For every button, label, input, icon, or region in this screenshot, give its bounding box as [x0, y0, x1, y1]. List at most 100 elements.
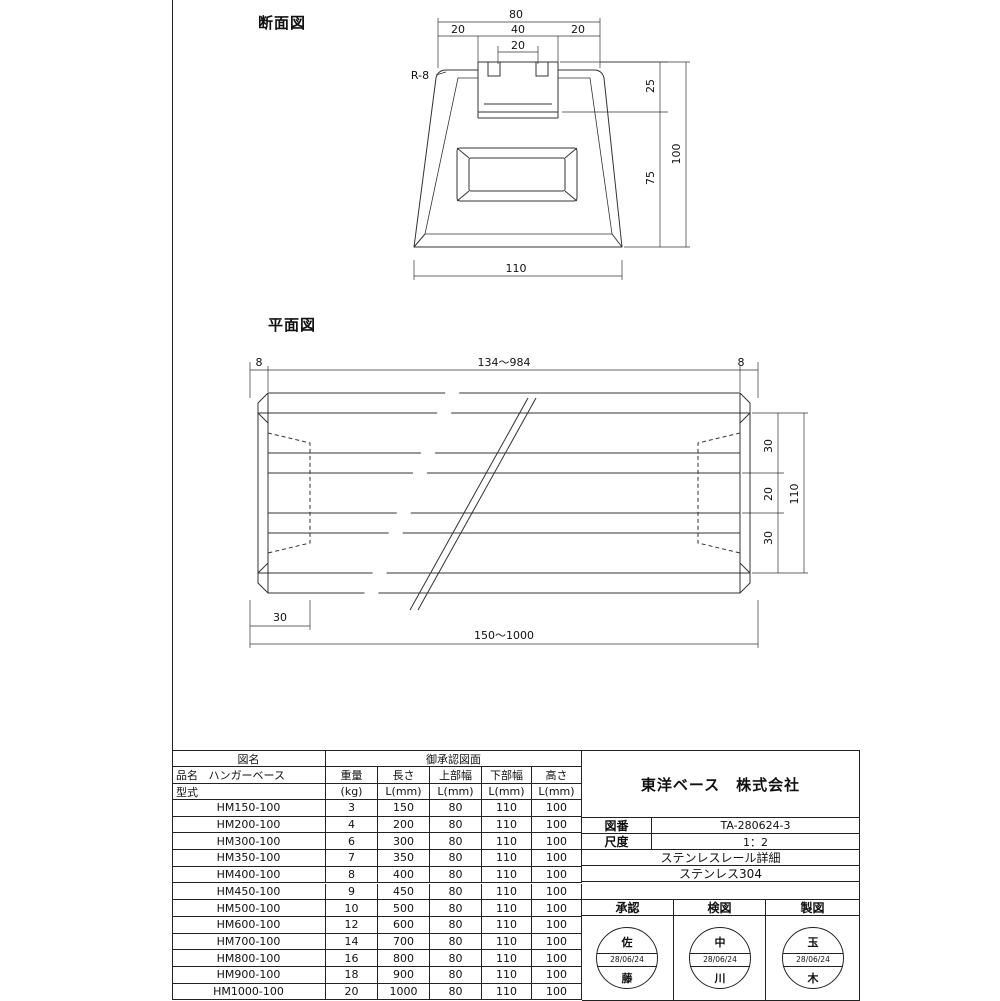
section-view-outline — [413, 18, 690, 280]
table-cell: 80 — [430, 916, 482, 934]
stamp-bottom-text: 藤 — [621, 972, 633, 985]
table-cell: 110 — [482, 866, 532, 884]
table-cell: 80 — [430, 800, 482, 817]
stamp-top-text: 佐 — [621, 936, 633, 949]
table-cell: 4 — [326, 816, 378, 834]
table-cell: 80 — [430, 850, 482, 867]
table-row-model: HM350-100 — [172, 850, 326, 867]
check-label: 検図 — [674, 900, 766, 916]
table-row-model: HM150-100 — [172, 800, 326, 817]
table-row-model: HM400-100 — [172, 866, 326, 884]
table-cell: 80 — [430, 933, 482, 951]
plan-view-title: 平面図 — [268, 316, 317, 334]
spec-table: 図名 御承認図面 品名 ハンガーベース 重量 長さ 上部幅 下部幅 高さ 型式 … — [172, 750, 582, 1001]
dim-total-width: 110 — [788, 484, 801, 505]
table-cell: 1000 — [378, 983, 430, 1001]
table-cell: 80 — [430, 883, 482, 901]
stamp-date: 28/06/24 — [783, 953, 843, 967]
table-cell: 3 — [326, 800, 378, 817]
table-cell: 80 — [430, 950, 482, 967]
table-cell: 12 — [326, 916, 378, 934]
dim-top-mid: 40 — [511, 23, 525, 36]
table-cell: 6 — [326, 833, 378, 851]
table-row-model: HM1000-100 — [172, 983, 326, 1001]
dim-total-top: 80 — [509, 8, 523, 21]
stamp-date: 28/06/24 — [690, 953, 750, 967]
draw-stamp: 玉 28/06/24 木 — [782, 927, 844, 989]
table-cell: 100 — [532, 816, 582, 834]
dim-top-length: 134～984 — [478, 356, 531, 369]
drawing-name-label: 図名 — [172, 751, 326, 767]
product-name-cell: 品名 ハンガーベース — [172, 767, 326, 784]
table-cell: 80 — [430, 866, 482, 884]
dim-row-top: 30 — [762, 439, 775, 453]
dim-top-left: 20 — [451, 23, 465, 36]
drawing-no: TA-280624-3 — [652, 818, 860, 834]
table-cell: 10 — [326, 900, 378, 917]
table-cell: 100 — [532, 916, 582, 934]
check-stamp: 中 28/06/24 川 — [689, 927, 751, 989]
table-cell: 450 — [378, 883, 430, 901]
table-cell: 110 — [482, 883, 532, 901]
table-cell: 100 — [532, 883, 582, 901]
table-cell: 150 — [378, 800, 430, 817]
stamp-bottom-text: 川 — [714, 972, 726, 985]
table-row-model: HM300-100 — [172, 833, 326, 851]
scale-label: 尺度 — [582, 834, 652, 850]
table-cell: 100 — [532, 900, 582, 917]
table-cell: 7 — [326, 850, 378, 867]
table-cell: 100 — [532, 967, 582, 984]
dim-end-inset: 30 — [273, 611, 287, 624]
drawing-frame-border — [172, 0, 173, 1000]
table-cell: 100 — [532, 933, 582, 951]
dim-lower-height: 75 — [644, 171, 657, 185]
scale-value: 1：2 — [652, 834, 860, 850]
product-name: ハンガーベース — [208, 769, 285, 782]
table-cell: 110 — [482, 967, 532, 984]
table-cell: 20 — [326, 983, 378, 1001]
approval-drawing-label: 御承認図面 — [326, 751, 582, 767]
table-cell: 110 — [482, 950, 532, 967]
table-row-model: HM900-100 — [172, 967, 326, 984]
table-cell: 100 — [532, 983, 582, 1001]
dim-bottom-width: 110 — [506, 262, 527, 275]
dim-bottom-length: 150～1000 — [474, 629, 534, 642]
unit-top-width: L(mm) — [430, 784, 482, 800]
dim-rail-height: 25 — [644, 79, 657, 93]
stamp-date: 28/06/24 — [597, 953, 657, 967]
table-cell: 100 — [532, 866, 582, 884]
product-label: 品名 — [176, 769, 198, 782]
dim-rail-width: 20 — [511, 39, 525, 52]
table-row-model: HM600-100 — [172, 916, 326, 934]
approve-stamp: 佐 28/06/24 藤 — [596, 927, 658, 989]
table-cell: 800 — [378, 950, 430, 967]
title-block: 東洋ベース 株式会社 図番 TA-280624-3 尺度 1：2 ステンレスレー… — [582, 750, 860, 1001]
unit-length: L(mm) — [378, 784, 430, 800]
table-row-model: HM800-100 — [172, 950, 326, 967]
table-cell: 100 — [532, 833, 582, 851]
table-cell: 700 — [378, 933, 430, 951]
drawing-no-label: 図番 — [582, 818, 652, 834]
model-label: 型式 — [172, 784, 326, 800]
table-cell: 110 — [482, 800, 532, 817]
table-row-model: HM700-100 — [172, 933, 326, 951]
dim-row-mid: 20 — [762, 487, 775, 501]
col-header-length: 長さ — [378, 767, 430, 784]
section-view-title: 断面図 — [258, 14, 307, 32]
table-cell: 110 — [482, 900, 532, 917]
plan-view-outline — [249, 362, 808, 648]
table-cell: 9 — [326, 883, 378, 901]
table-cell: 110 — [482, 933, 532, 951]
table-cell: 80 — [430, 967, 482, 984]
table-cell: 600 — [378, 916, 430, 934]
company-name: 東洋ベース 株式会社 — [582, 751, 860, 818]
unit-weight: (kg) — [326, 784, 378, 800]
table-cell: 8 — [326, 866, 378, 884]
table-cell: 110 — [482, 833, 532, 851]
table-cell: 400 — [378, 866, 430, 884]
unit-bottom-width: L(mm) — [482, 784, 532, 800]
dim-total-height: 100 — [670, 144, 683, 165]
table-cell: 200 — [378, 816, 430, 834]
table-cell: 80 — [430, 983, 482, 1001]
dim-right-chamfer: 8 — [738, 356, 745, 369]
